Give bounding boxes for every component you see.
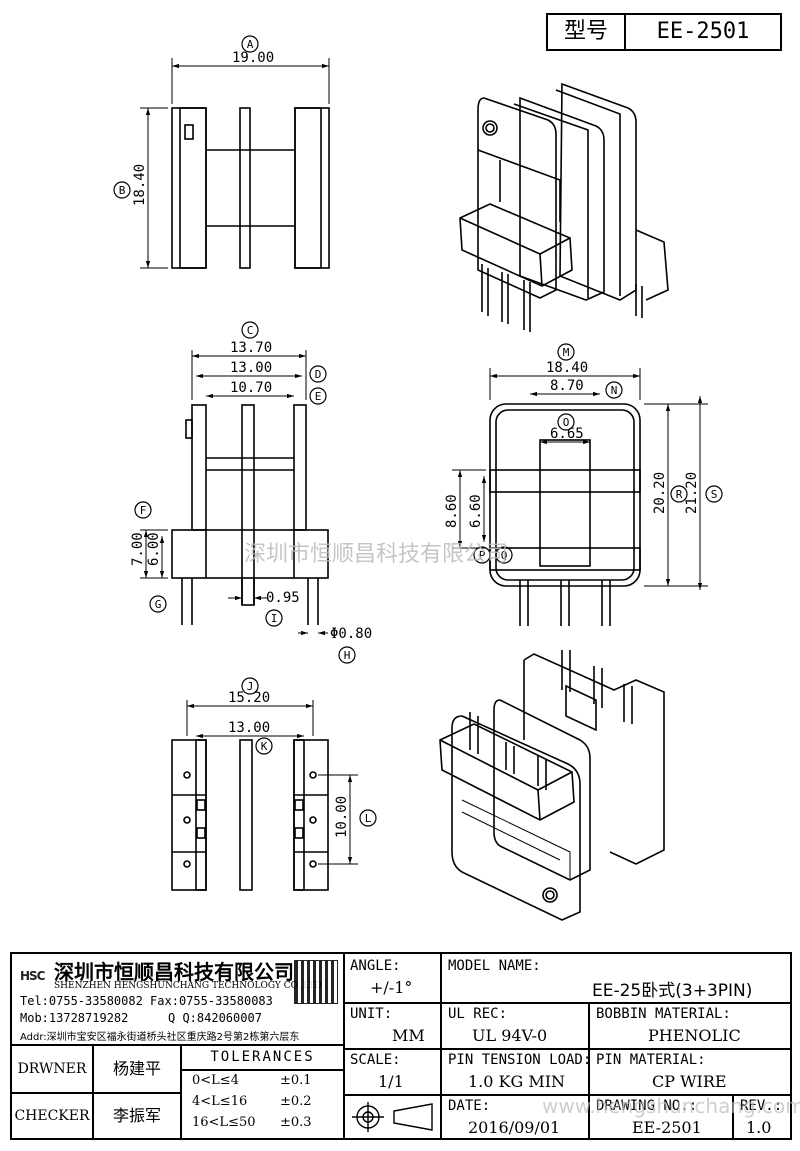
pin-tension-value: 1.0 KG MIN	[468, 1072, 566, 1091]
dim-v1: 8.60	[444, 494, 460, 528]
model-header-value: EE-2501	[656, 19, 750, 44]
iso-view-top	[459, 82, 669, 332]
tag-r: R	[676, 488, 683, 501]
dim-s: 21.20	[684, 472, 700, 514]
tolerance-range-2: 4<L≤16	[192, 1094, 248, 1109]
tag-l: L	[365, 812, 372, 825]
dim-m: 18.40	[546, 360, 588, 376]
date-label: DATE:	[448, 1098, 491, 1114]
dim-i: 0.95	[266, 590, 300, 606]
bobbin-value: PHENOLIC	[648, 1026, 741, 1045]
qr-code	[294, 960, 338, 1004]
dim-h: Φ0.80	[330, 626, 372, 642]
company-name-en: SHENZHEN HENGSHUNCHANG TECHNOLOGY CO.,LT…	[54, 981, 322, 991]
checker-label: CHECKER	[14, 1108, 90, 1124]
company-mob: Mob:13728719282	[20, 1011, 129, 1025]
tolerance-value-2: ±0.2	[280, 1094, 312, 1109]
pin-tension-label: PIN TENSION LOAD:	[448, 1052, 592, 1068]
dim-o: 6.65	[550, 426, 584, 442]
dim-a: 19.00	[232, 50, 274, 66]
dim-r: 20.20	[652, 472, 668, 514]
model-name-label: MODEL NAME:	[448, 958, 541, 974]
drawing-no-label: DRAWING NO.:	[596, 1098, 698, 1114]
tag-k: K	[261, 740, 268, 753]
dim-f: 7.00	[130, 532, 146, 566]
tolerance-value-1: ±0.1	[280, 1073, 312, 1088]
drawing-no-value: EE-2501	[632, 1118, 702, 1137]
side-view	[452, 343, 723, 626]
dim-n: 8.70	[550, 378, 584, 394]
rev-label: REV.:	[740, 1098, 783, 1114]
tag-m: M	[563, 346, 570, 359]
tag-o: O	[563, 416, 570, 429]
rev-value: 1.0	[746, 1118, 772, 1137]
dim-d: 13.00	[230, 360, 272, 376]
title-block: HSC 深圳市恒顺昌科技有限公司 SHENZHEN HENGSHUNCHANG …	[10, 952, 800, 1140]
drawing-views: A B C D E F G I H M N O R S P Q J K L 19…	[113, 35, 723, 921]
tag-q: Q	[501, 549, 508, 562]
drawer-name: 杨建平	[112, 1059, 161, 1078]
tag-n: N	[611, 384, 618, 397]
company-tel: Tel:0755-33580082 Fax:0755-33580083	[20, 994, 273, 1008]
tag-e: E	[315, 390, 322, 403]
watermark-url: www.hengshunchang.com	[542, 1094, 800, 1118]
pin-material-label: PIN MATERIAL:	[596, 1052, 706, 1068]
unit-value: MM	[392, 1026, 425, 1045]
model-header-label: 型号	[548, 15, 626, 49]
pin-material-value: CP WIRE	[652, 1072, 727, 1091]
tag-p: P	[479, 549, 486, 562]
tag-c: C	[247, 324, 254, 337]
tolerance-range-3: 16<L≤50	[192, 1115, 256, 1130]
scale-value: 1/1	[378, 1072, 404, 1091]
date-value: 2016/09/01	[468, 1118, 561, 1137]
dim-l: 10.00	[334, 796, 350, 838]
dim-f2: 6.00	[146, 532, 162, 566]
bottom-view	[171, 677, 377, 891]
company-logo: HSC	[20, 969, 45, 983]
tolerance-value-3: ±0.3	[280, 1115, 312, 1130]
tag-f: F	[140, 504, 147, 517]
tag-d: D	[315, 368, 322, 381]
tag-i: I	[271, 612, 278, 625]
ul-value: UL 94V-0	[472, 1026, 548, 1045]
company-qq: Q Q:842060007	[168, 1011, 262, 1025]
drawer-label: DRWNER	[17, 1061, 87, 1077]
bobbin-label: BOBBIN MATERIAL:	[596, 1006, 731, 1022]
dim-j: 15.20	[228, 690, 270, 706]
angle-label: ANGLE:	[350, 958, 401, 974]
watermark-center: 深圳市恒顺昌科技有限公司	[244, 542, 509, 567]
unit-label: UNIT:	[350, 1006, 393, 1022]
iso-view-bottom	[439, 650, 665, 921]
scale-label: SCALE:	[350, 1052, 401, 1068]
tag-h: H	[344, 649, 351, 662]
dim-c: 13.70	[230, 340, 272, 356]
dim-k: 13.00	[228, 720, 270, 736]
tag-b: B	[119, 184, 126, 197]
projection-symbol-icon	[352, 1102, 433, 1132]
tag-j: J	[247, 680, 254, 693]
tolerance-range-1: 0<L≤4	[192, 1073, 239, 1088]
company-name-cn: 深圳市恒顺昌科技有限公司	[54, 960, 294, 984]
tolerances-title: TOLERANCES	[210, 1049, 315, 1065]
dim-v2: 6.60	[468, 494, 484, 528]
tag-s: S	[711, 488, 718, 501]
dim-b: 18.40	[132, 164, 148, 206]
company-address: Addr:深圳市宝安区福永街道桥头社区重庆路2号第2栋第六层东	[20, 1032, 300, 1043]
top-view	[113, 35, 330, 269]
front-view	[134, 321, 356, 664]
checker-name: 李振军	[112, 1106, 161, 1125]
tag-g: G	[155, 598, 162, 611]
model-name-value: EE-25卧式(3+3PIN)	[592, 981, 753, 1001]
dim-e: 10.70	[230, 380, 272, 396]
model-header-box: 型号 EE-2501	[546, 13, 782, 51]
angle-value: +/-1°	[370, 978, 413, 997]
ul-label: UL REC:	[448, 1006, 508, 1022]
tag-a: A	[247, 38, 254, 51]
